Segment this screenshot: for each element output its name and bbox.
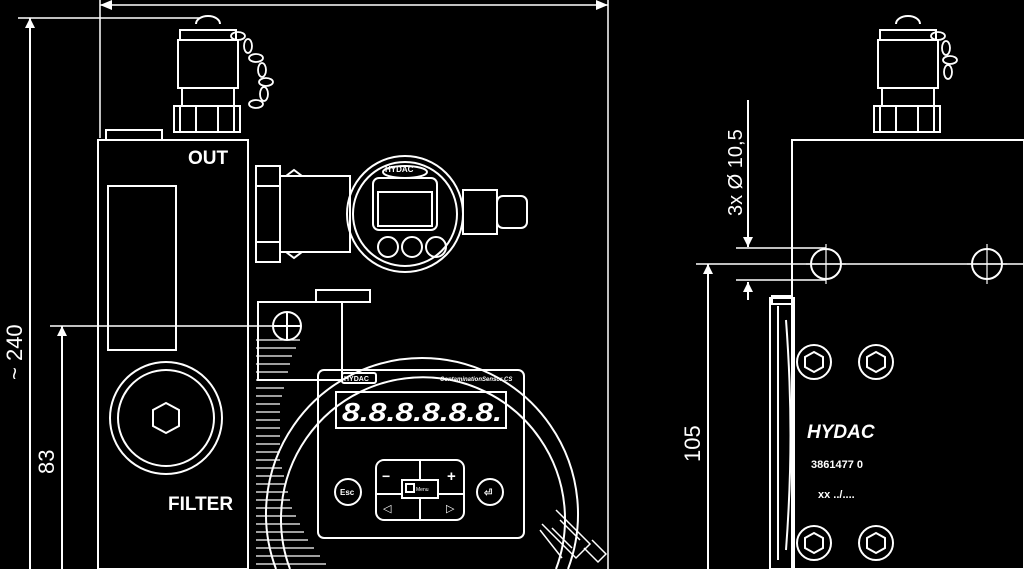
pressure-sensor <box>346 155 528 273</box>
side-view-plate <box>769 295 795 569</box>
key-left: ◁ <box>383 503 392 515</box>
top-arrow-right <box>596 0 608 10</box>
top-arrow-left <box>100 0 112 10</box>
key-plus: + <box>447 468 456 485</box>
side-brand-label: HYDAC <box>807 422 875 443</box>
side-connector <box>255 165 351 263</box>
dimension-height-label: ~ 240 <box>2 324 27 380</box>
panel-title: ContaminationSensor CS <box>440 377 512 383</box>
display-brand-label: HYDAC <box>385 165 414 174</box>
side-view-dimension-hole <box>736 100 826 300</box>
key-right: ▷ <box>446 503 455 515</box>
base-mount-hole <box>257 289 371 381</box>
housing-window <box>107 185 177 351</box>
side-view-body <box>791 139 1024 569</box>
segment-display: 8.8.8.8.8.8. <box>342 397 502 427</box>
filter-cap <box>109 361 223 475</box>
filter-housing <box>97 139 249 569</box>
out-fitting <box>173 15 274 133</box>
cable-glands <box>539 509 608 564</box>
holes-label: 3x Ø 10,5 <box>725 129 747 216</box>
contamination-sensor <box>265 357 579 569</box>
housing-top-lip <box>105 129 163 141</box>
dimension-overall-height <box>18 17 200 569</box>
cooling-ribs <box>256 339 326 565</box>
key-esc: Esc <box>340 488 355 497</box>
side-view-bolts <box>796 344 894 561</box>
key-enter: ⏎ <box>483 488 493 499</box>
date-code: xx ../.... <box>818 489 855 501</box>
part-number: 3861477 0 <box>811 459 863 471</box>
side-view-fitting <box>873 15 958 133</box>
panel-brand-label: HYDAC <box>344 376 369 383</box>
out-label: OUT <box>188 148 229 169</box>
filter-label: FILTER <box>168 494 233 515</box>
keypad <box>334 459 504 521</box>
key-minus: − <box>382 468 390 484</box>
side-view-dimension-105 <box>696 263 1024 569</box>
dimension-105-label: 105 <box>680 425 705 462</box>
chain <box>230 31 274 109</box>
dimension-83 <box>50 325 285 569</box>
key-center: Menu <box>416 487 429 493</box>
dimension-83-label: 83 <box>34 450 59 474</box>
